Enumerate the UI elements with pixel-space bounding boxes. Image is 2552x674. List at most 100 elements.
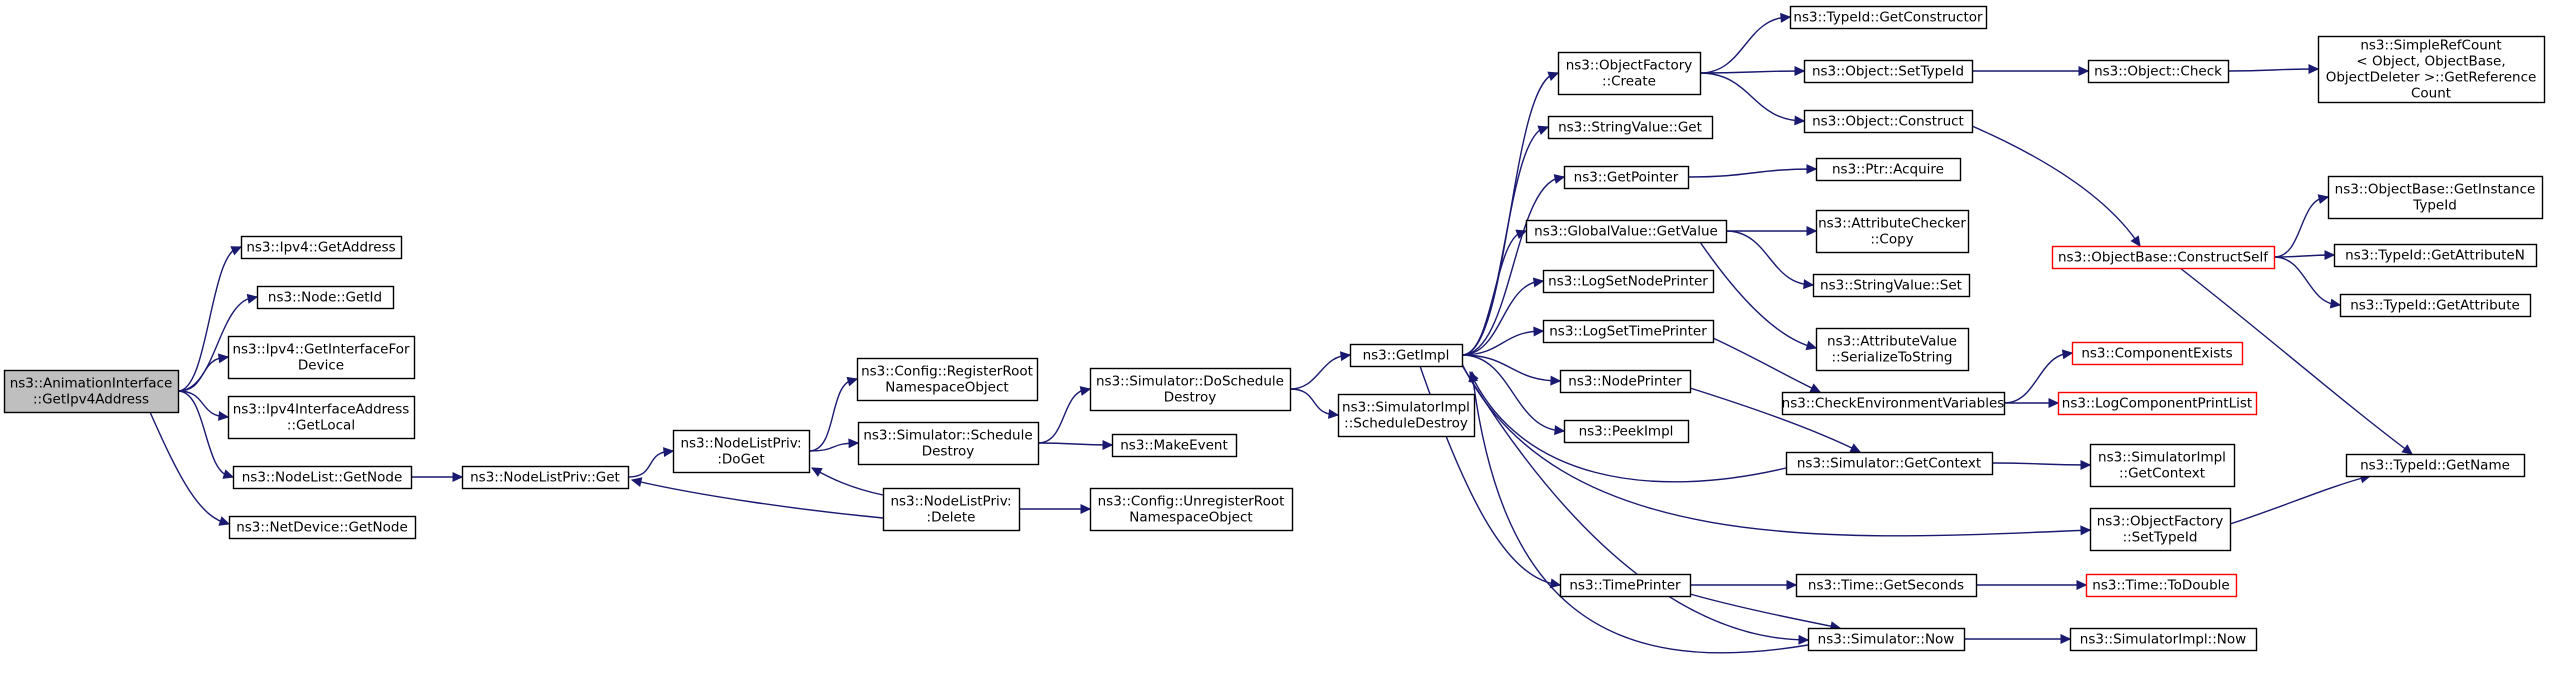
node-simGetContext[interactable]: ns3::Simulator::GetContext bbox=[1785, 451, 1994, 476]
node-label: ns3::Config::RegisterRoot bbox=[861, 364, 1033, 380]
edge-logSetTimePrinter-to-checkEnvVars bbox=[1712, 337, 1822, 393]
node-box bbox=[2327, 175, 2544, 220]
node-getImpl[interactable]: ns3::GetImpl bbox=[1349, 343, 1464, 368]
node-label: ns3::AttributeValue bbox=[1827, 334, 1957, 350]
node-typeIdGetAttribute[interactable]: ns3::TypeId::GetAttribute bbox=[2339, 293, 2532, 318]
node-timeToDouble[interactable]: ns3::Time::ToDouble bbox=[2085, 573, 2238, 598]
node-componentExists[interactable]: ns3::ComponentExists bbox=[2071, 341, 2244, 366]
node-box bbox=[2087, 59, 2230, 84]
arrowhead bbox=[2130, 235, 2141, 247]
arrowhead bbox=[1554, 425, 1566, 436]
arrowhead bbox=[1537, 125, 1550, 135]
node-checkEnvVars[interactable]: ns3::CheckEnvironmentVariables bbox=[1782, 391, 2006, 416]
node-attrCheckerCopy[interactable]: ns3::AttributeChecker::Copy bbox=[1815, 209, 1970, 254]
edge-globalValueGetValue-to-attrCheckerCopy bbox=[1726, 226, 1818, 236]
node-label: ns3::Time::GetSeconds bbox=[1808, 578, 1964, 594]
node-objectCheck[interactable]: ns3::Object::Check bbox=[2087, 59, 2230, 84]
node-box bbox=[2333, 243, 2538, 268]
node-nodeListPrivDoGet[interactable]: ns3::NodeListPriv::DoGet bbox=[672, 429, 811, 474]
edge-getImpl-to-logSetTimePrinter bbox=[1461, 326, 1545, 356]
node-simImplScheduleDestroy[interactable]: ns3::SimulatorImpl::ScheduleDestroy bbox=[1337, 393, 1476, 438]
node-box bbox=[2071, 341, 2244, 366]
node-box bbox=[1337, 393, 1476, 438]
edge-timePrinter-to-simNow bbox=[1689, 593, 1842, 632]
node-box bbox=[1815, 157, 1962, 182]
node-typeIdGetAttributeN[interactable]: ns3::TypeId::GetAttributeN bbox=[2333, 243, 2538, 268]
node-label: ns3::Ipv4InterfaceAddress bbox=[233, 402, 410, 418]
node-typeIdGetConstructor[interactable]: ns3::TypeId::GetConstructor bbox=[1789, 5, 1988, 30]
node-nodePrinter[interactable]: ns3::NodePrinter bbox=[1559, 369, 1692, 394]
node-logSetTimePrinter[interactable]: ns3::LogSetTimePrinter bbox=[1542, 319, 1715, 344]
arrowhead bbox=[1079, 386, 1092, 396]
node-nodeListPrivGet[interactable]: ns3::NodeListPriv::Get bbox=[461, 465, 630, 490]
node-timePrinter[interactable]: ns3::TimePrinter bbox=[1559, 573, 1692, 598]
edge-nodeListPrivDoGet-to-configRegisterRoot bbox=[808, 376, 859, 452]
node-root[interactable]: ns3::AnimationInterface::GetIpv4Address bbox=[3, 369, 180, 414]
node-typeIdGetName[interactable]: ns3::TypeId::GetName bbox=[2345, 453, 2526, 478]
node-stringValueGet[interactable]: ns3::StringValue::Get bbox=[1547, 115, 1714, 140]
node-logComponentPrintList[interactable]: ns3::LogComponentPrintList bbox=[2057, 391, 2258, 416]
edges-layer bbox=[149, 12, 2413, 654]
node-ipv4IfAddrGetLocal[interactable]: ns3::Ipv4InterfaceAddress::GetLocal bbox=[227, 395, 416, 440]
node-objectBaseConstructSelf[interactable]: ns3::ObjectBase::ConstructSelf bbox=[2051, 245, 2276, 270]
node-box bbox=[228, 515, 417, 540]
node-configUnregisterRoot[interactable]: ns3::Config::UnregisterRootNamespaceObje… bbox=[1089, 487, 1294, 532]
arrowhead bbox=[2401, 444, 2413, 455]
node-timeGetSeconds[interactable]: ns3::Time::GetSeconds bbox=[1795, 573, 1978, 598]
node-simNow[interactable]: ns3::Simulator::Now bbox=[1807, 627, 1966, 652]
edge-timePrinter-to-timeGetSeconds bbox=[1690, 580, 1798, 590]
node-objectFactorySetTypeId[interactable]: ns3::ObjectFactory::SetTypeId bbox=[2089, 507, 2232, 552]
node-box bbox=[256, 285, 395, 310]
node-label: ::GetIpv4Address bbox=[33, 392, 149, 408]
node-box bbox=[2089, 507, 2232, 552]
node-objectConstruct[interactable]: ns3::Object::Construct bbox=[1803, 109, 1974, 134]
node-box bbox=[1785, 451, 1994, 476]
node-stringValueSet[interactable]: ns3::StringValue::Set bbox=[1812, 273, 1971, 298]
node-nodeListGetNode[interactable]: ns3::NodeList::GetNode bbox=[232, 465, 413, 490]
node-box bbox=[1111, 433, 1238, 458]
node-nodeListPrivDelete[interactable]: ns3::NodeListPriv::Delete bbox=[882, 487, 1021, 532]
node-getPointer[interactable]: ns3::GetPointer bbox=[1563, 165, 1690, 190]
edge-root-to-ipv4GetInterfaceFor bbox=[177, 353, 230, 392]
node-box bbox=[1542, 269, 1715, 294]
node-ipv4GetAddress[interactable]: ns3::Ipv4::GetAddress bbox=[240, 235, 403, 260]
arrowhead bbox=[1339, 351, 1352, 362]
node-makeEvent[interactable]: ns3::MakeEvent bbox=[1111, 433, 1238, 458]
node-simpleRefCount[interactable]: ns3::SimpleRefCount< Object, ObjectBase,… bbox=[2317, 35, 2546, 104]
node-label: ns3::LogComponentPrintList bbox=[2062, 396, 2252, 412]
node-label: ns3::StringValue::Get bbox=[1558, 120, 1702, 136]
node-simImplGetContext[interactable]: ns3::SimulatorImpl::GetContext bbox=[2089, 443, 2236, 488]
node-logSetNodePrinter[interactable]: ns3::LogSetNodePrinter bbox=[1542, 269, 1715, 294]
node-ptrAcquire[interactable]: ns3::Ptr::Acquire bbox=[1815, 157, 1962, 182]
arrowhead bbox=[1328, 409, 1340, 419]
arrowhead bbox=[1533, 326, 1545, 337]
node-label: ns3::SimulatorImpl bbox=[1342, 400, 1470, 416]
node-simScheduleDestroy[interactable]: ns3::Simulator::ScheduleDestroy bbox=[857, 421, 1040, 466]
node-box bbox=[1815, 327, 1970, 372]
node-label: ns3::TimePrinter bbox=[1569, 578, 1681, 594]
node-peekImpl[interactable]: ns3::PeekImpl bbox=[1563, 419, 1690, 444]
node-objectSetTypeId[interactable]: ns3::Object::SetTypeId bbox=[1803, 59, 1974, 84]
node-box bbox=[1807, 627, 1966, 652]
node-attrValueSerialize[interactable]: ns3::AttributeValue::SerializeToString bbox=[1815, 327, 1970, 372]
node-label: ns3::Object::Construct bbox=[1812, 114, 1964, 130]
edge-getImpl-to-globalValueGetValue bbox=[1461, 229, 1528, 356]
node-box bbox=[240, 235, 403, 260]
node-label: :DoGet bbox=[717, 452, 764, 468]
node-label: ns3::GetImpl bbox=[1363, 348, 1450, 364]
node-box bbox=[1815, 209, 1970, 254]
arrowhead bbox=[1102, 439, 1114, 450]
node-objectFactoryCreate[interactable]: ns3::ObjectFactory::Create bbox=[1557, 51, 1702, 96]
node-nodeGetId[interactable]: ns3::Node::GetId bbox=[256, 285, 395, 310]
node-label: ns3::Simulator::DoSchedule bbox=[1096, 374, 1284, 390]
node-globalValueGetValue[interactable]: ns3::GlobalValue::GetValue bbox=[1525, 219, 1728, 244]
node-netDeviceGetNode[interactable]: ns3::NetDevice::GetNode bbox=[228, 515, 417, 540]
edge-nodeListGetNode-to-nodeListPrivGet bbox=[411, 472, 464, 482]
node-simImplNow[interactable]: ns3::SimulatorImpl::Now bbox=[2069, 627, 2258, 652]
arrowhead bbox=[2078, 66, 2090, 76]
node-box bbox=[2085, 573, 2238, 598]
